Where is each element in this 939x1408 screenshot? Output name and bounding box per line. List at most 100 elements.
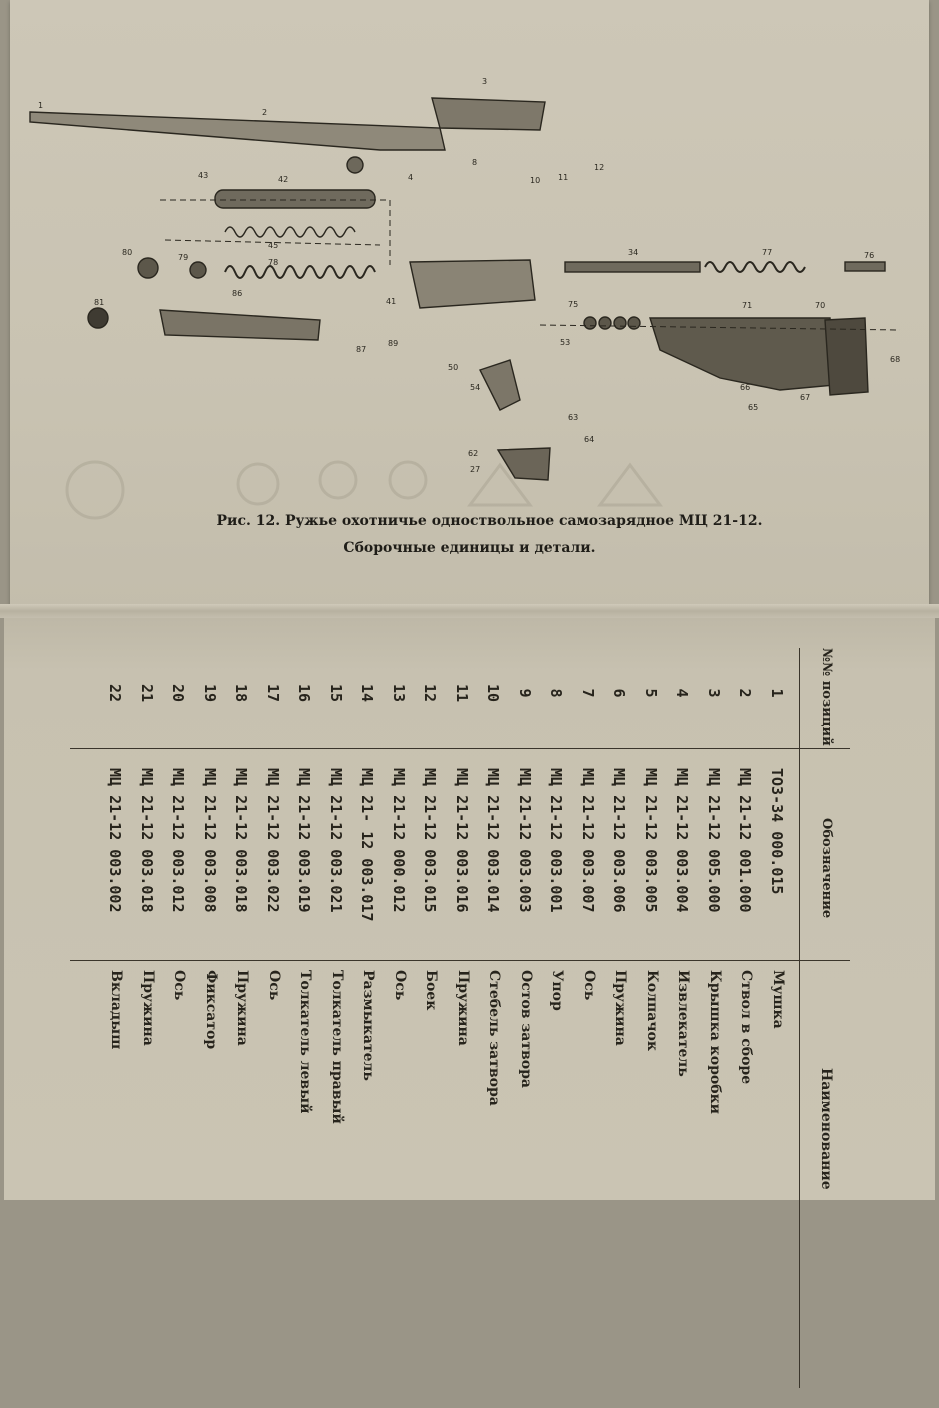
row-position-number: 19 [201, 683, 219, 703]
row-position-number: 12 [421, 683, 440, 703]
callout-75: 75 [568, 300, 578, 309]
exploded-view-diagram: 3 2 1 12 11 10 8 4 43 42 45 78 80 79 34 … [29, 77, 900, 520]
callout-27: 27 [470, 465, 480, 474]
row-designation: МЦ 21-12 001.000 [736, 768, 755, 913]
row-part-name: Колпачок [644, 970, 660, 1051]
spring-part [224, 226, 356, 238]
callout-2: 2 [262, 108, 267, 117]
callout-65: 65 [748, 403, 758, 412]
row-part-name: Пружина [455, 970, 471, 1046]
row-part-name: Ось [171, 970, 188, 1001]
callout-77: 77 [762, 248, 772, 257]
buttplate-part [824, 317, 869, 396]
callout-80: 80 [122, 248, 132, 257]
row-position-number: 22 [106, 683, 125, 703]
callout-42: 42 [278, 175, 288, 184]
callout-68: 68 [890, 355, 900, 364]
row-part-name: Ось [581, 970, 597, 1001]
callout-87: 87 [356, 345, 366, 354]
row-part-name: Толкатель левый [297, 970, 314, 1114]
callout-1: 1 [38, 101, 43, 110]
magazine-tube-part [214, 189, 376, 209]
row-part-name: Остов затвора [518, 970, 534, 1088]
book-spine [0, 604, 939, 618]
callout-41: 41 [386, 297, 396, 306]
hammer-part [479, 359, 521, 411]
row-position-number: 4 [673, 688, 692, 698]
row-position-number: 21 [138, 683, 156, 703]
stock-part [649, 317, 836, 391]
row-designation: МЦ 21-12 000.012 [390, 768, 408, 913]
row-part-name: Крышка коробки [707, 970, 723, 1115]
figure-caption-subtitle: Сборочные единицы и детали. [343, 540, 596, 556]
row-part-name: Пружина [612, 970, 629, 1046]
row-position-number: 2 [736, 688, 755, 698]
callout-78: 78 [268, 258, 278, 267]
row-position-number: 8 [547, 688, 566, 698]
header-name: Наименование [818, 1068, 834, 1190]
header-divider [799, 648, 800, 1388]
callout-53: 53 [560, 338, 570, 347]
row-designation: МЦ 21-12 003.014 [484, 768, 503, 913]
callout-66: 66 [740, 383, 750, 392]
row-designation: МЦ 21-12 003.019 [295, 768, 314, 913]
receiver-cover-part [431, 97, 546, 131]
forend-part [159, 309, 321, 341]
row-designation: МЦ 21-12 003.022 [264, 768, 282, 913]
row-position-number: 11 [453, 683, 471, 703]
row-part-name: Ствол в сборе [738, 970, 755, 1085]
row-designation: МЦ 21-12 003.018 [232, 768, 251, 913]
row-part-name: Ось [392, 970, 408, 1001]
row-designation: МЦ 21-12 003.021 [327, 768, 345, 913]
row-designation: МЦ 21- 12 003.017 [358, 768, 377, 922]
callout-64: 64 [584, 435, 594, 444]
callout-67: 67 [800, 393, 810, 402]
row-position-number: 5 [642, 688, 660, 698]
row-position-number: 18 [232, 683, 251, 703]
callout-12: 12 [594, 163, 604, 172]
row-part-name: Размыкатель [360, 970, 377, 1081]
callout-63: 63 [568, 413, 578, 422]
row-part-name: Ось [266, 970, 282, 1001]
receiver-part [409, 259, 536, 309]
row-position-number: 17 [264, 683, 282, 703]
row-part-name: Упор [549, 970, 566, 1011]
callout-43: 43 [198, 171, 208, 180]
row-part-name: Боек [423, 970, 440, 1011]
callout-70: 70 [815, 301, 825, 310]
row-designation: МЦ 21-12 003.015 [421, 768, 440, 913]
callout-81: 81 [94, 298, 104, 307]
callout-labels: 3 2 1 12 11 10 8 4 43 42 45 78 80 79 34 … [38, 77, 900, 474]
callout-54: 54 [470, 383, 480, 392]
barrel-part [29, 111, 446, 151]
callout-62: 62 [468, 449, 478, 458]
callout-50: 50 [448, 363, 458, 372]
row-designation: МЦ 21-12 003.006 [610, 768, 629, 913]
callout-86: 86 [232, 289, 242, 298]
row-part-name: Пружина [234, 970, 251, 1046]
callout-8: 8 [472, 158, 477, 167]
row-designation: МЦ 21-12 003.003 [516, 768, 534, 913]
row-part-name: Толкатель правый [329, 970, 345, 1124]
row-position-number: 20 [169, 683, 188, 703]
row-designation: ТОЗ-34 000.015 [768, 768, 786, 895]
row-position-number: 1 [768, 688, 786, 698]
row-designation: МЦ 21-12 003.007 [579, 768, 597, 913]
recoil-spring-part [224, 265, 376, 279]
bottom-page [4, 612, 935, 1200]
